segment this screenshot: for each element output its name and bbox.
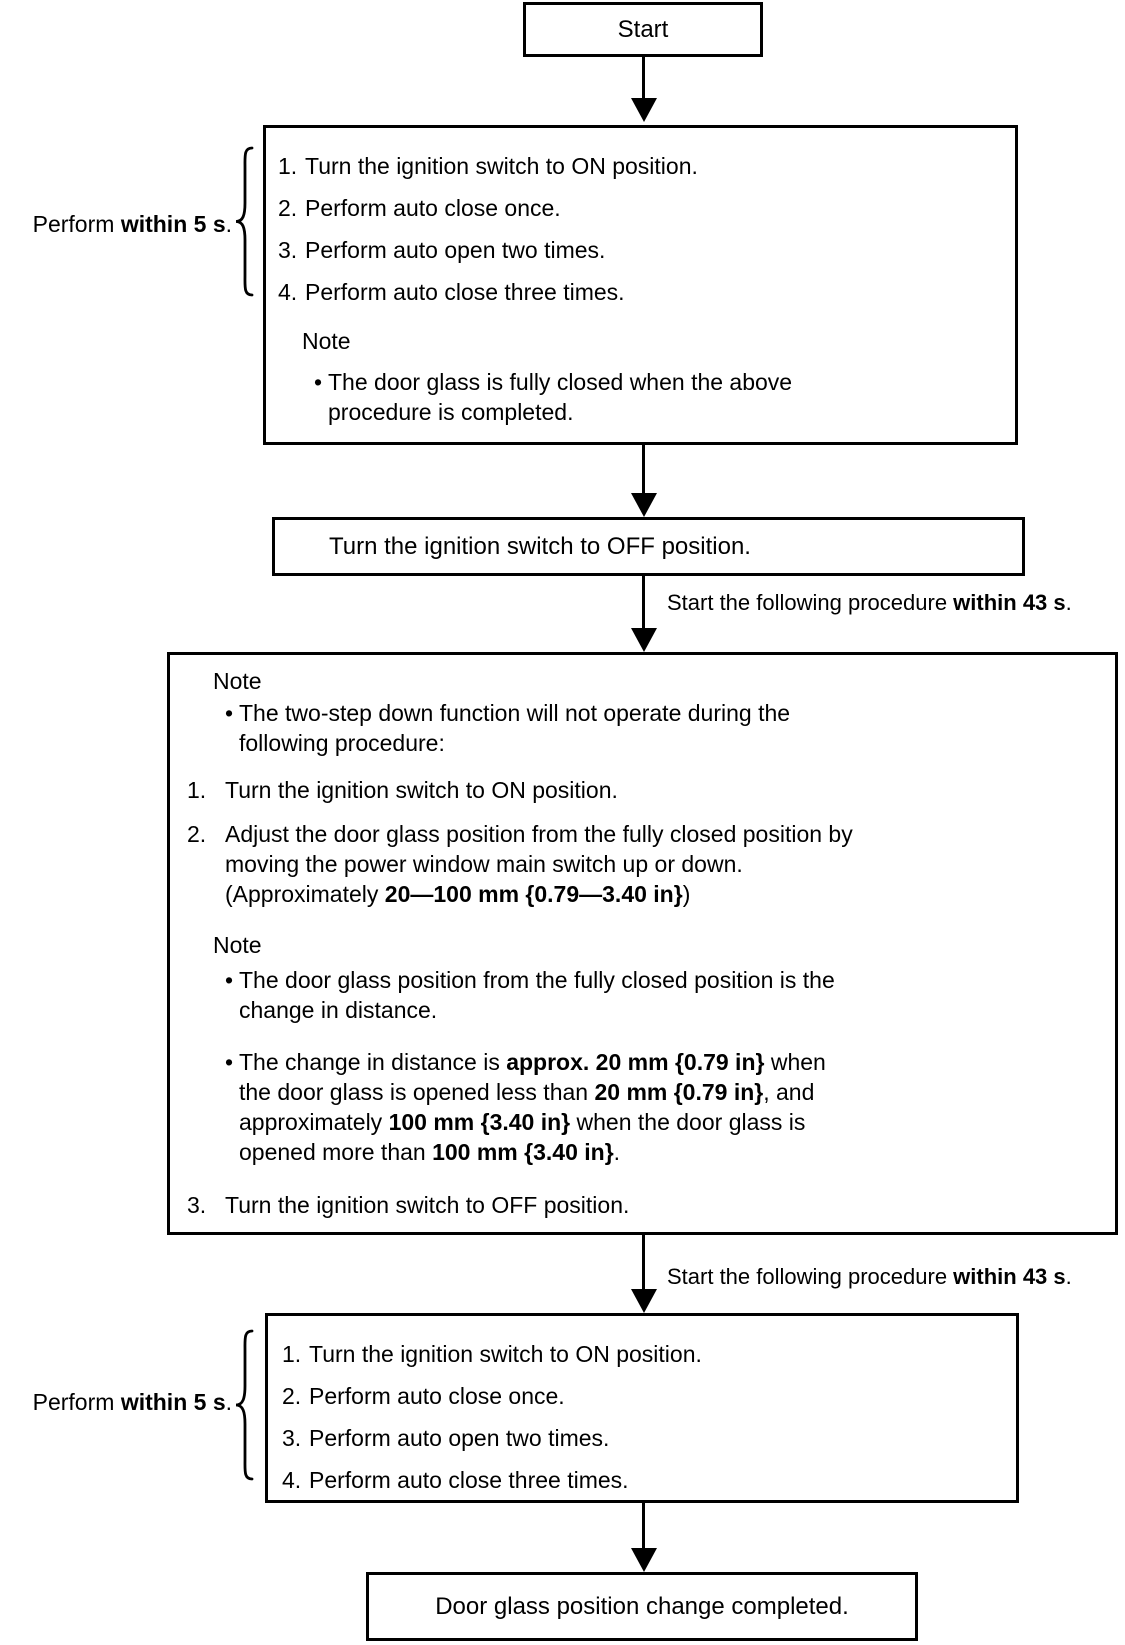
- list-item: 3. Perform auto open two times.: [282, 1424, 998, 1453]
- off-box-text: Turn the ignition switch to OFF position…: [329, 533, 751, 560]
- note-bullet: • The door glass position from the fully…: [225, 965, 1097, 1025]
- note-bullet: • The two-step down function will not op…: [225, 698, 1097, 758]
- item-text: Perform auto close three times.: [309, 1467, 629, 1493]
- procedure-box-1: 1. Turn the ignition switch to ON positi…: [263, 125, 1018, 445]
- arrow-line-4: [642, 1235, 645, 1290]
- item-number: 1.: [278, 153, 298, 179]
- item-text: Perform auto open two times.: [309, 1425, 610, 1451]
- item-number: 2.: [282, 1383, 302, 1409]
- list-item: 2. Adjust the door glass position from t…: [187, 819, 1097, 909]
- arrow-down-icon-1: [631, 98, 657, 122]
- arrow-line-1: [642, 57, 645, 100]
- item-number: 1.: [282, 1341, 302, 1367]
- list-item: 4. Perform auto close three times.: [278, 278, 997, 307]
- note-line: the door glass is opened less than 20 mm…: [239, 1079, 815, 1105]
- note-title: Note: [213, 932, 262, 958]
- item-text: Perform auto open two times.: [305, 237, 606, 263]
- item-number: 4.: [282, 1467, 302, 1493]
- item-number: 2.: [278, 195, 298, 221]
- arrow-down-icon-2: [631, 493, 657, 517]
- timing-label-2: Start the following procedure within 43 …: [667, 1264, 1072, 1289]
- note-title: Note: [302, 328, 351, 354]
- list-item: 1. Turn the ignition switch to ON positi…: [282, 1340, 998, 1369]
- note-title: Note: [213, 668, 262, 694]
- note-line: procedure is completed.: [328, 399, 574, 425]
- note-line: approximately 100 mm {3.40 in} when the …: [239, 1109, 806, 1135]
- timing-label-1: Start the following procedure within 43 …: [667, 590, 1072, 615]
- perform-label-2: Perform within 5 s.: [32, 1389, 232, 1415]
- list-item: 2. Perform auto close once.: [278, 194, 997, 223]
- item-number: 3.: [278, 237, 298, 263]
- note-line: The change in distance is approx. 20 mm …: [239, 1049, 826, 1075]
- item-text: Perform auto close once.: [305, 195, 561, 221]
- arrow-down-icon-3: [631, 628, 657, 652]
- item-text: Turn the ignition switch to OFF position…: [225, 1192, 630, 1218]
- note-line: opened more than 100 mm {3.40 in}.: [239, 1139, 621, 1165]
- arrow-line-5: [642, 1503, 645, 1549]
- item-text: Turn the ignition switch to ON position.: [309, 1341, 702, 1367]
- arrow-down-icon-5: [631, 1548, 657, 1572]
- step-line: (Approximately 20—100 mm {0.79—3.40 in}): [225, 881, 691, 907]
- list-item: 1. Turn the ignition switch to ON positi…: [187, 776, 1097, 805]
- item-number: 3.: [187, 1192, 207, 1218]
- arrow-down-icon-4: [631, 1289, 657, 1313]
- bullet-dot: •: [225, 1049, 234, 1075]
- note-line: following procedure:: [239, 730, 445, 756]
- list-item: 3. Perform auto open two times.: [278, 236, 997, 265]
- item-text: Turn the ignition switch to ON position.: [305, 153, 698, 179]
- item-number: 1.: [187, 777, 207, 803]
- brace-icon-1: [235, 146, 254, 297]
- item-number: 3.: [282, 1425, 302, 1451]
- note-bullet: • The change in distance is approx. 20 m…: [225, 1047, 1097, 1167]
- arrow-line-3: [642, 576, 645, 629]
- note-bullet: • The door glass is fully closed when th…: [314, 367, 997, 427]
- item-text: Turn the ignition switch to ON position.: [225, 777, 618, 803]
- item-number: 4.: [278, 279, 298, 305]
- note-line: The door glass position from the fully c…: [239, 967, 835, 993]
- item-number: 2.: [187, 821, 207, 847]
- brace-icon-2: [235, 1329, 254, 1481]
- perform-label-1: Perform within 5 s.: [32, 211, 232, 237]
- start-label: Start: [617, 16, 669, 43]
- note-line: The two-step down function will not oper…: [239, 700, 791, 726]
- procedure-box-2: 1. Turn the ignition switch to ON positi…: [265, 1313, 1019, 1503]
- node-start: Start: [523, 2, 763, 57]
- arrow-line-2: [642, 445, 645, 494]
- bullet-dot: •: [314, 369, 323, 395]
- list-item: 4. Perform auto close three times.: [282, 1466, 998, 1495]
- list-item: 2. Perform auto close once.: [282, 1382, 998, 1411]
- note-line: change in distance.: [239, 997, 438, 1023]
- done-box-text: Door glass position change completed.: [435, 1593, 849, 1620]
- note-line: The door glass is fully closed when the …: [328, 369, 793, 395]
- item-text: Perform auto close three times.: [305, 279, 625, 305]
- done-box: Door glass position change completed.: [366, 1572, 918, 1641]
- bullet-dot: •: [225, 967, 234, 993]
- item-text: Perform auto close once.: [309, 1383, 565, 1409]
- step-line: moving the power window main switch up o…: [225, 851, 743, 877]
- list-item: 3. Turn the ignition switch to OFF posit…: [187, 1191, 1097, 1220]
- ignition-off-box: Turn the ignition switch to OFF position…: [272, 517, 1025, 576]
- step-line: Adjust the door glass position from the …: [225, 821, 853, 847]
- list-item: 1. Turn the ignition switch to ON positi…: [278, 152, 997, 181]
- bullet-dot: •: [225, 700, 234, 726]
- adjust-box: Note • The two-step down function will n…: [167, 652, 1118, 1235]
